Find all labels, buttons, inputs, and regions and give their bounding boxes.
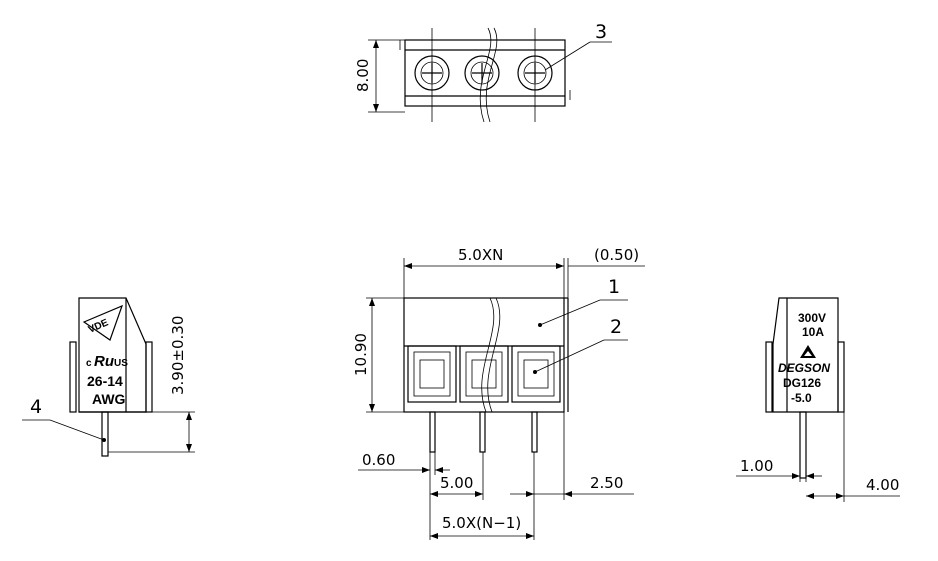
awg-range-label: 26-14	[87, 373, 123, 389]
voltage-label: 300V	[798, 311, 826, 325]
screw-head-2	[464, 55, 500, 91]
degson-logo-icon	[800, 345, 816, 358]
ul-mark-icon: Ru	[94, 353, 114, 370]
callout-2: 2	[610, 316, 622, 338]
front-view: 5.0XN (0.50) 10.90 1 2 0.60	[352, 246, 645, 540]
top-height-dim: 8.00	[354, 59, 372, 92]
terminal-cavity-3	[511, 345, 561, 403]
vde-mark-icon	[82, 304, 124, 341]
callout-3: 3	[595, 21, 607, 43]
terminal-cavity-1	[407, 345, 457, 403]
pitch-total-dim: 5.0XN	[458, 246, 503, 264]
top-view: 8.00 3	[354, 21, 612, 123]
right-side-view: 300V 10A DEGSON DG126 -5.0 1.00 4.00	[736, 297, 900, 502]
height-dim: 10.90	[352, 333, 370, 376]
model-label: DG126	[783, 376, 821, 390]
offset-right-dim: 4.00	[866, 476, 899, 494]
callout-4: 4	[30, 396, 42, 418]
pin-length-dim: 3.90±0.30	[169, 316, 187, 395]
terminal-cavity-2	[459, 345, 509, 403]
awg-label: AWG	[92, 391, 126, 407]
edge-dim: 2.50	[590, 474, 623, 492]
pin-dim: 1.00	[740, 457, 773, 475]
pitch-span-dim: 5.0X(N−1)	[442, 514, 521, 532]
callout-1: 1	[608, 276, 620, 298]
current-label: 10A	[802, 325, 824, 339]
ul-c-label: c	[86, 358, 92, 369]
pitch-dim: 5.00	[440, 474, 473, 492]
ul-us-label: US	[114, 358, 128, 369]
pin-width-dim: 0.60	[362, 451, 395, 469]
offset-dim: (0.50)	[594, 246, 639, 264]
left-side-view: VDE c Ru US 26-14 AWG 3.90±0.30 4	[22, 297, 195, 457]
brand-label: DEGSON	[778, 361, 830, 375]
pitch-suffix-label: -5.0	[791, 391, 812, 405]
